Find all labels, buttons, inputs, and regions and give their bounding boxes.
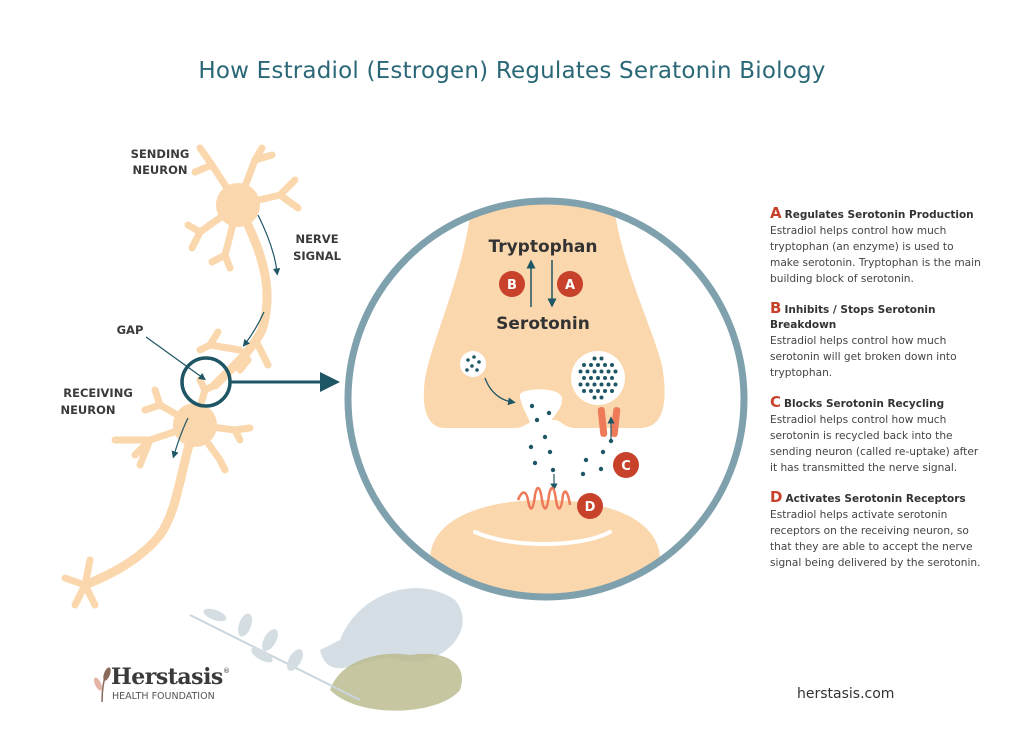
serotonin-dot [603, 363, 607, 367]
serotonin-molecules [528, 403, 614, 477]
gap-label: GAP [117, 323, 144, 337]
badge-c: C [613, 452, 639, 478]
explanation-heading: Blocks Serotonin Recycling [784, 398, 945, 410]
serotonin-dot [589, 376, 593, 380]
badge-d: D [577, 493, 603, 519]
serotonin-dot [606, 382, 611, 387]
serotonin-dot [613, 369, 618, 374]
leaves-decoration [189, 588, 463, 711]
serotonin-dot [599, 356, 604, 361]
vesicle-arrow [484, 377, 516, 406]
serotonin-dot [596, 389, 600, 393]
release-pore [520, 389, 563, 428]
serotonin-dot [585, 382, 590, 387]
serotonin-dot [610, 363, 614, 367]
serotonin-dot [578, 369, 583, 374]
large-vesicle [571, 351, 625, 405]
badge-b: B [499, 271, 525, 297]
receiving-neuron-label: RECEIVING [63, 386, 133, 400]
zoom-arrowhead [320, 372, 340, 392]
serotonin-dot [596, 363, 600, 367]
receiving-neuron-label-2: NEURON [60, 403, 115, 417]
serotonin-dot [585, 369, 590, 374]
nerve-signal-label: NERVE [295, 232, 338, 246]
serotonin-receptor [516, 486, 572, 510]
explanation-text: Estradiol helps control how much tryptop… [770, 225, 981, 285]
serotonin-dot [610, 389, 614, 393]
tryptophan-label: Tryptophan [488, 237, 597, 257]
sending-neuron-label-2: NEURON [132, 163, 187, 177]
explanation-heading: Activates Serotonin Receptors [785, 493, 966, 505]
serotonin-dot [578, 382, 583, 387]
serotonin-dot [599, 395, 604, 400]
receiving-dendrite [430, 500, 660, 597]
serotonin-dot [599, 369, 604, 374]
explanation-text: Estradiol helps control how much seroton… [770, 335, 957, 379]
serotonin-dot [610, 376, 614, 380]
website-link[interactable]: herstasis.com [797, 686, 895, 702]
logo-registered: ® [223, 667, 230, 675]
serotonin-dot [592, 369, 597, 374]
badge-a: A [557, 271, 583, 297]
svg-text:B: B [507, 278, 517, 293]
serotonin-dot [613, 382, 618, 387]
serotonin-dot [589, 389, 593, 393]
receiving-neuron [61, 376, 254, 609]
serotonin-dot [589, 363, 593, 367]
explanation-text: Estradiol helps activate serotonin recep… [770, 509, 981, 569]
signal-arrows [145, 214, 281, 459]
serotonin-dot [592, 395, 597, 400]
sending-neuron-label: SENDING [131, 147, 190, 161]
serotonin-dot [606, 369, 611, 374]
leaf-logo-icon [93, 667, 111, 702]
svg-text:A: A [565, 278, 575, 293]
logo-subtitle: HEALTH FOUNDATION [112, 691, 215, 702]
small-vesicle [460, 351, 486, 377]
svg-text:C: C [621, 459, 631, 474]
reuptake-transporter [597, 406, 621, 438]
serotonin-dot [582, 389, 586, 393]
svg-text:D: D [585, 500, 596, 515]
serotonin-dot [599, 382, 604, 387]
explanation-letter: C [770, 393, 782, 411]
serotonin-dot [592, 356, 597, 361]
page-title: How Estradiol (Estrogen) Regulates Serat… [198, 58, 826, 84]
explanation-letter: A [770, 204, 782, 222]
serotonin-label: Serotonin [496, 314, 590, 334]
serotonin-dot [603, 389, 607, 393]
serotonin-dot [603, 376, 607, 380]
explanation-text: Estradiol helps control how much seroton… [770, 414, 979, 474]
serotonin-dot [596, 376, 600, 380]
nerve-signal-label-2: SIGNAL [293, 249, 342, 263]
sending-neuron [184, 144, 302, 390]
explanation-letter: D [770, 488, 783, 506]
serotonin-dot [592, 382, 597, 387]
explanation-letter: B [770, 299, 782, 317]
serotonin-dot [582, 376, 586, 380]
serotonin-dot [582, 363, 586, 367]
magnified-view-ring [344, 197, 748, 601]
explanation-heading: Regulates Serotonin Production [784, 209, 974, 221]
explanation-heading: Inhibits / Stops Serotonin Breakdown [770, 304, 936, 331]
logo-name: Herstasis [111, 664, 223, 690]
